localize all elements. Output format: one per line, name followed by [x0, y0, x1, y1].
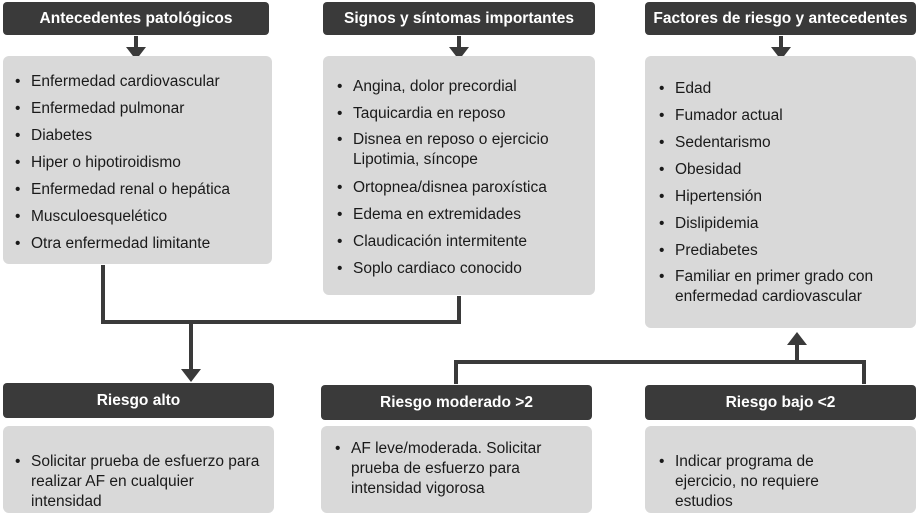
list-item: Otra enfermedad limitante	[13, 230, 264, 257]
arrow-high-risk-head	[181, 369, 201, 382]
list-item: AF leve/moderada. Solicitar prueba de es…	[333, 439, 586, 499]
list-item: Indicar programa de ejercicio, no requie…	[657, 452, 908, 512]
header-signos-sintomas: Signos y síntomas importantes	[323, 2, 595, 35]
box-riesgo-moderado: AF leve/moderada. Solicitar prueba de es…	[321, 426, 592, 513]
list-item: Taquicardia en reposo	[335, 100, 587, 127]
list-item: Solicitar prueba de esfuerzo para realiz…	[13, 452, 266, 512]
list-item: Diabetes	[13, 122, 264, 149]
list-item: Fumador actual	[657, 102, 908, 129]
header-riesgo-alto: Riesgo alto	[3, 383, 274, 418]
arrow-to-risk-factors-head	[787, 332, 807, 345]
merge-connector	[101, 265, 461, 324]
list-item: Musculoesquelético	[13, 203, 264, 230]
list-item: Obesidad	[657, 156, 908, 183]
list-item: Enfermedad pulmonar	[13, 95, 264, 122]
list-item: Soplo cardiaco conocido	[335, 255, 587, 282]
list-antecedentes-patologicos: Enfermedad cardiovascular Enfermedad pul…	[13, 68, 264, 257]
list-item: Enfermedad renal o hepática	[13, 176, 264, 203]
list-riesgo-bajo: Indicar programa de ejercicio, no requie…	[657, 452, 908, 512]
list-item: Edema en extremidades	[335, 201, 587, 228]
list-item: Angina, dolor precordial	[335, 73, 587, 100]
list-item: Dislipidemia	[657, 210, 908, 237]
list-item: Sedentarismo	[657, 129, 908, 156]
list-item: Hipertensión	[657, 183, 908, 210]
header-riesgo-bajo: Riesgo bajo <2	[645, 385, 916, 420]
list-riesgo-alto: Solicitar prueba de esfuerzo para realiz…	[13, 452, 266, 512]
list-item: Claudicación intermitente	[335, 228, 587, 255]
list-item: Hiper o hipotiroidismo	[13, 149, 264, 176]
list-signos-sintomas: Angina, dolor precordial Taquicardia en …	[335, 73, 587, 282]
arrow-col3-head	[771, 47, 791, 60]
box-signos-sintomas: Angina, dolor precordial Taquicardia en …	[323, 56, 595, 295]
arrow-col1-head	[126, 47, 146, 60]
list-factores-riesgo: Edad Fumador actual Sedentarismo Obesida…	[657, 75, 908, 307]
box-antecedentes-patologicos: Enfermedad cardiovascular Enfermedad pul…	[3, 56, 272, 264]
header-factores-riesgo: Factores de riesgo y antecedentes	[645, 2, 916, 35]
box-riesgo-alto: Solicitar prueba de esfuerzo para realiz…	[3, 426, 274, 513]
list-item: Edad	[657, 75, 908, 102]
header-antecedentes-patologicos: Antecedentes patológicos	[3, 2, 269, 35]
list-item: Ortopnea/disnea paroxística	[335, 174, 587, 201]
list-riesgo-moderado: AF leve/moderada. Solicitar prueba de es…	[333, 439, 586, 499]
box-factores-riesgo: Edad Fumador actual Sedentarismo Obesida…	[645, 56, 916, 328]
list-item: Familiar en primer grado con enfermedad …	[657, 267, 908, 307]
box-riesgo-bajo: Indicar programa de ejercicio, no requie…	[645, 426, 916, 513]
arrow-col2-head	[449, 47, 469, 60]
header-riesgo-moderado: Riesgo moderado >2	[321, 385, 592, 420]
list-item: Prediabetes	[657, 237, 908, 264]
list-item: Disnea en reposo o ejercicio Lipotimia, …	[335, 130, 587, 170]
connector-moderate-low	[454, 360, 866, 384]
list-item: Enfermedad cardiovascular	[13, 68, 264, 95]
